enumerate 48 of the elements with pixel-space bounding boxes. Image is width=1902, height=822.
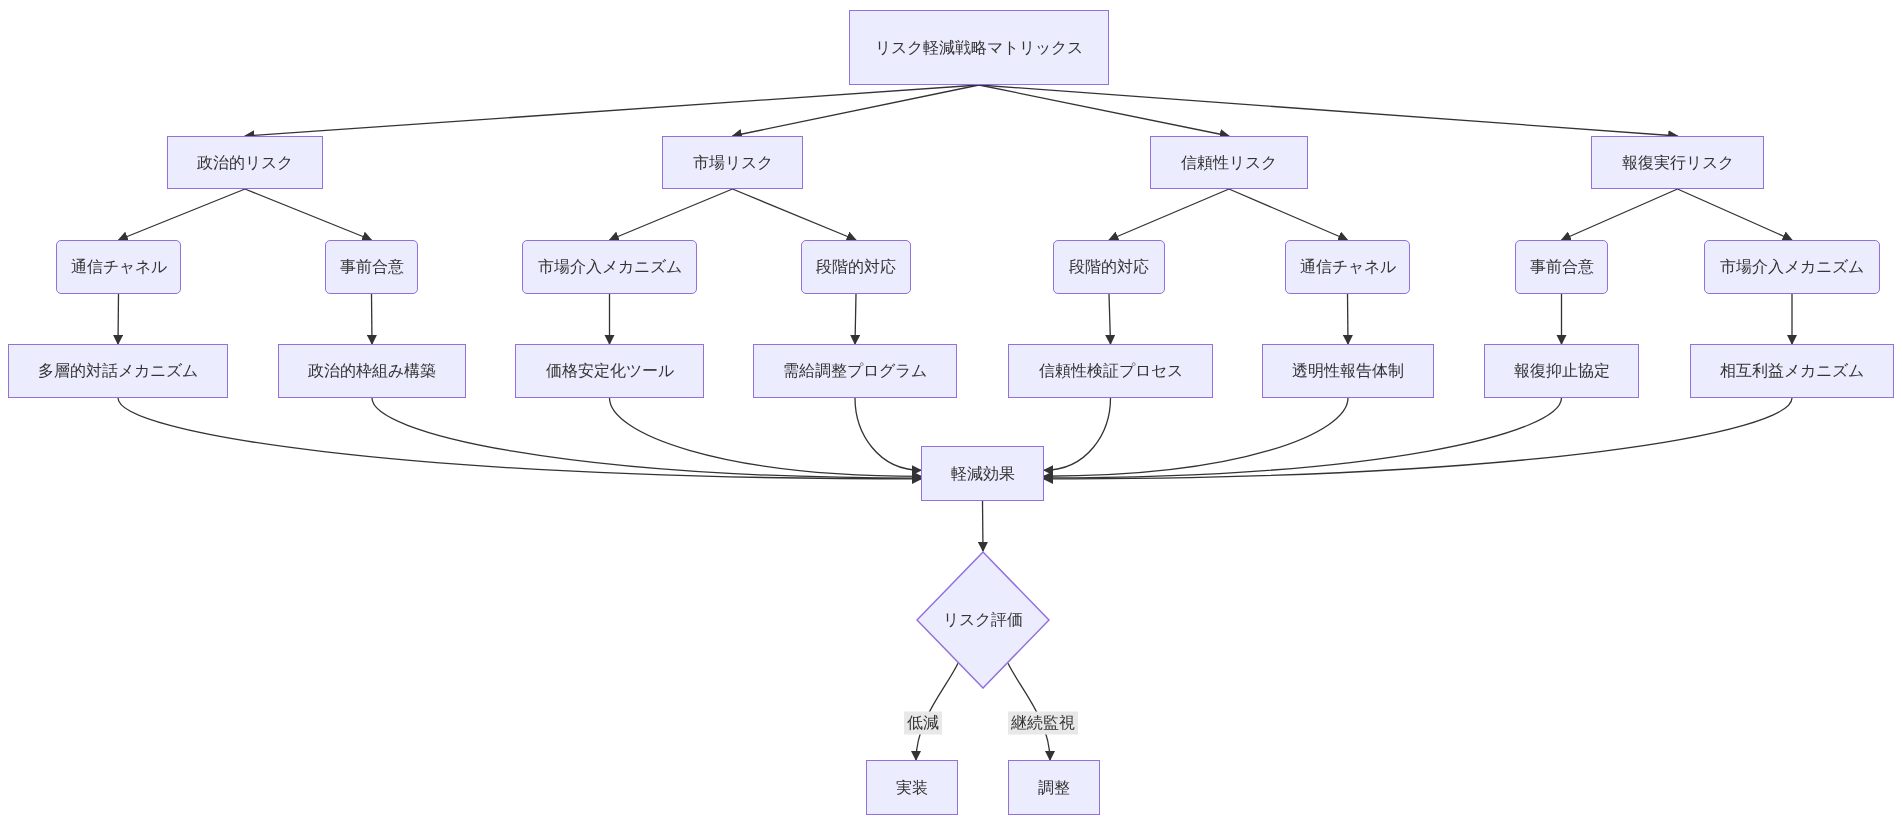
arrow <box>1042 397 1793 485</box>
arrow <box>117 188 246 242</box>
process-box: 透明性報告体制 <box>1262 344 1434 398</box>
arrow <box>854 397 923 475</box>
rounded-box: 事前合意 <box>1515 240 1608 294</box>
arrow <box>366 293 378 346</box>
process-box: 相互利益メカニズム <box>1690 344 1894 398</box>
rounded-box: 市場介入メカニズム <box>522 240 697 294</box>
rounded-box: 事前合意 <box>325 240 418 294</box>
rounded-box: 通信チャネル <box>1285 240 1410 294</box>
arrow <box>1228 188 1349 242</box>
rounded-box: 市場介入メカニズム <box>1704 240 1880 294</box>
process-box: 多層的対話メカニズム <box>8 344 228 398</box>
arrow <box>1105 293 1116 346</box>
arrow <box>1786 293 1798 346</box>
arrow <box>244 188 373 242</box>
process-box: 市場リスク <box>662 136 803 189</box>
arrow <box>1556 293 1567 346</box>
arrow <box>604 293 615 346</box>
process-box: 調整 <box>1008 760 1100 815</box>
arrow <box>1560 188 1679 241</box>
process-box: 軽減効果 <box>921 446 1044 501</box>
arrow <box>112 293 124 346</box>
process-box: 報復実行リスク <box>1591 136 1764 189</box>
edge-label: 継続監視 <box>1008 711 1078 735</box>
arrow <box>117 397 923 485</box>
arrow <box>608 188 734 242</box>
process-box: 実装 <box>866 760 958 815</box>
arrow <box>850 293 861 346</box>
process-box: リスク軽減戦略マトリックス <box>849 10 1109 85</box>
process-box: 政治的枠組み構築 <box>278 344 466 398</box>
arrow <box>977 500 989 553</box>
process-box: 需給調整プログラム <box>753 344 957 398</box>
arrow <box>1342 293 1354 346</box>
process-box: 信頼性リスク <box>1150 136 1308 189</box>
arrow <box>731 188 857 242</box>
arrow <box>1108 188 1230 242</box>
rounded-box: 段階的対応 <box>1053 240 1165 294</box>
edge-label: 低減 <box>904 711 942 735</box>
decision-diamond: リスク評価 <box>916 551 1050 689</box>
process-box: 政治的リスク <box>167 136 323 189</box>
rounded-box: 通信チャネル <box>56 240 181 294</box>
process-box: 報復抑止協定 <box>1484 344 1639 398</box>
arrow <box>1042 397 1112 475</box>
process-box: 信頼性検証プロセス <box>1008 344 1213 398</box>
process-box: 価格安定化ツール <box>515 344 704 398</box>
arrow <box>1676 188 1793 241</box>
rounded-box: 段階的対応 <box>801 240 911 294</box>
